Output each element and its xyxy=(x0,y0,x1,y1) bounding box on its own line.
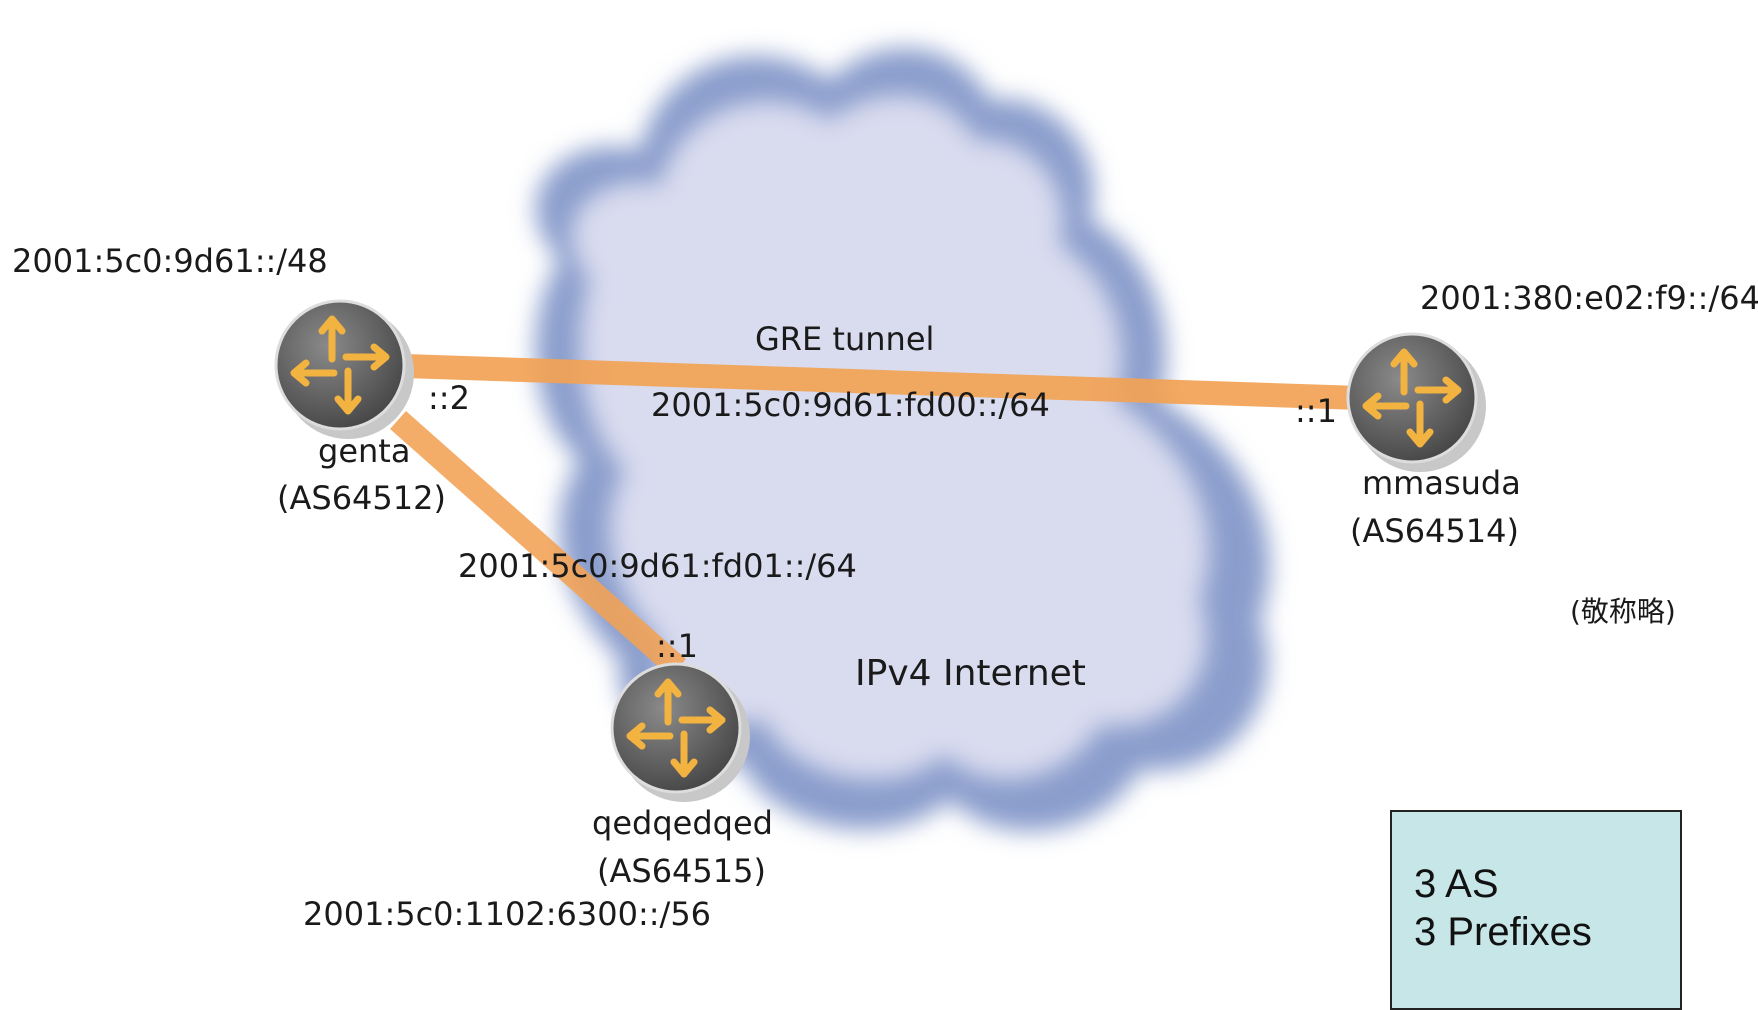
router-name-genta: genta xyxy=(318,432,410,470)
router-prefix-genta: 2001:5c0:9d61::/48 xyxy=(12,242,328,280)
cloud-label: IPv4 Internet xyxy=(855,653,1086,694)
link-genta-mmasuda xyxy=(404,354,1361,410)
note-honorifics: (敬称略) xyxy=(1570,595,1676,628)
summary-as-count: 3 AS xyxy=(1414,862,1499,906)
link-end-qedqedqed: ::1 xyxy=(656,627,698,665)
router-as-qedqedqed: (AS64515) xyxy=(597,852,766,890)
router-prefix-mmasuda: 2001:380:e02:f9::/64 xyxy=(1420,279,1758,317)
link-subnet-gre: 2001:5c0:9d61:fd00::/64 xyxy=(651,386,1050,424)
summary-prefix-count: 3 Prefixes xyxy=(1414,910,1592,954)
router-as-genta: (AS64512) xyxy=(277,479,446,517)
router-icon[interactable] xyxy=(1348,334,1486,472)
link-subnet-qed: 2001:5c0:9d61:fd01::/64 xyxy=(458,547,857,585)
router-icon[interactable] xyxy=(276,301,414,439)
link-end-mmasuda: ::1 xyxy=(1295,392,1337,430)
link-title-gre: GRE tunnel xyxy=(755,320,934,358)
router-name-qedqedqed: qedqedqed xyxy=(592,804,773,842)
summary-box: 3 AS 3 Prefixes xyxy=(1390,810,1682,1010)
link-end-genta: ::2 xyxy=(428,379,470,417)
link-genta-qedqedqed xyxy=(390,411,686,677)
router-as-mmasuda: (AS64514) xyxy=(1350,512,1519,550)
router-prefix-qedqedqed: 2001:5c0:1102:6300::/56 xyxy=(303,895,711,933)
router-name-mmasuda: mmasuda xyxy=(1362,464,1521,502)
internet-cloud xyxy=(535,47,1270,832)
